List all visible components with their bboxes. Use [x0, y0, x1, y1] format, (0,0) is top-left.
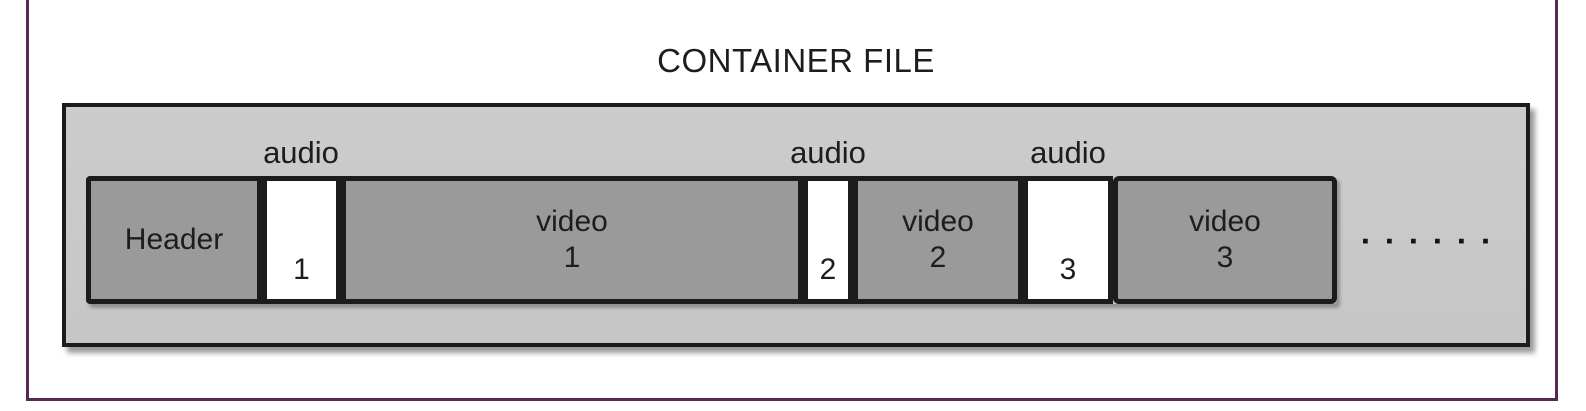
continuation-dots: ▪ ▪ ▪ ▪ ▪ ▪	[1362, 231, 1495, 252]
video-block-3-number: 3	[1216, 241, 1234, 274]
audio-track-label-3: audio	[1030, 135, 1106, 170]
video-block-2-number: 2	[929, 241, 947, 274]
video-block-2: video 2	[853, 176, 1023, 304]
header-block-label: Header	[124, 223, 224, 256]
audio-block-1-number: 1	[293, 253, 310, 286]
audio-block-2-number: 2	[819, 253, 837, 286]
video-block-1-number: 1	[563, 241, 581, 274]
header-block: Header	[86, 176, 262, 304]
figure-title: CONTAINER FILE	[657, 42, 935, 79]
audio-track-label-1: audio	[263, 135, 339, 170]
container-file-box: audio audio audio Header 1 video 1 2 vid…	[62, 103, 1530, 347]
page-frame-border	[26, 0, 1558, 401]
audio-block-2: 2	[803, 176, 853, 304]
audio-block-1: 1	[262, 176, 341, 304]
media-strip: Header 1 video 1 2 video 2 3 video 3	[86, 176, 1337, 304]
video-block-2-label: video	[902, 205, 974, 238]
video-block-1-label: video	[536, 205, 608, 238]
audio-block-3-number: 3	[1059, 253, 1077, 286]
video-block-3: video 3	[1113, 176, 1337, 304]
audio-track-label-2: audio	[790, 135, 866, 170]
audio-block-3: 3	[1023, 176, 1113, 304]
video-block-3-label: video	[1189, 205, 1261, 238]
video-block-1: video 1	[341, 176, 803, 304]
